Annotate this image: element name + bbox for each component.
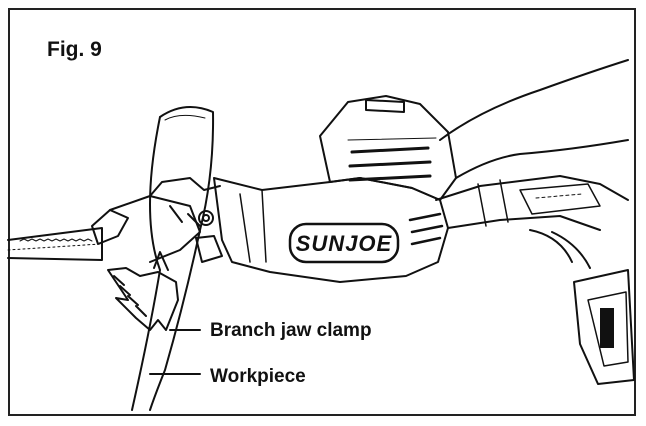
- vent-slots: [408, 212, 444, 246]
- figure-label: Fig. 9: [47, 38, 102, 61]
- callout-leaders: [149, 329, 201, 375]
- brand-logo: SUNJOE: [296, 231, 393, 256]
- motor-housing: [319, 95, 457, 201]
- workpiece-branch: [131, 106, 215, 411]
- hand-and-handle: [435, 59, 629, 269]
- branch-jaw-clamp: [91, 195, 201, 331]
- saw-nose: [149, 177, 223, 263]
- saw-body: [213, 177, 449, 283]
- saw-blade: [7, 227, 103, 261]
- branch-jaw-clamp-label: Branch jaw clamp: [210, 320, 372, 341]
- battery-pack: [573, 269, 635, 385]
- workpiece-label: Workpiece: [210, 366, 306, 387]
